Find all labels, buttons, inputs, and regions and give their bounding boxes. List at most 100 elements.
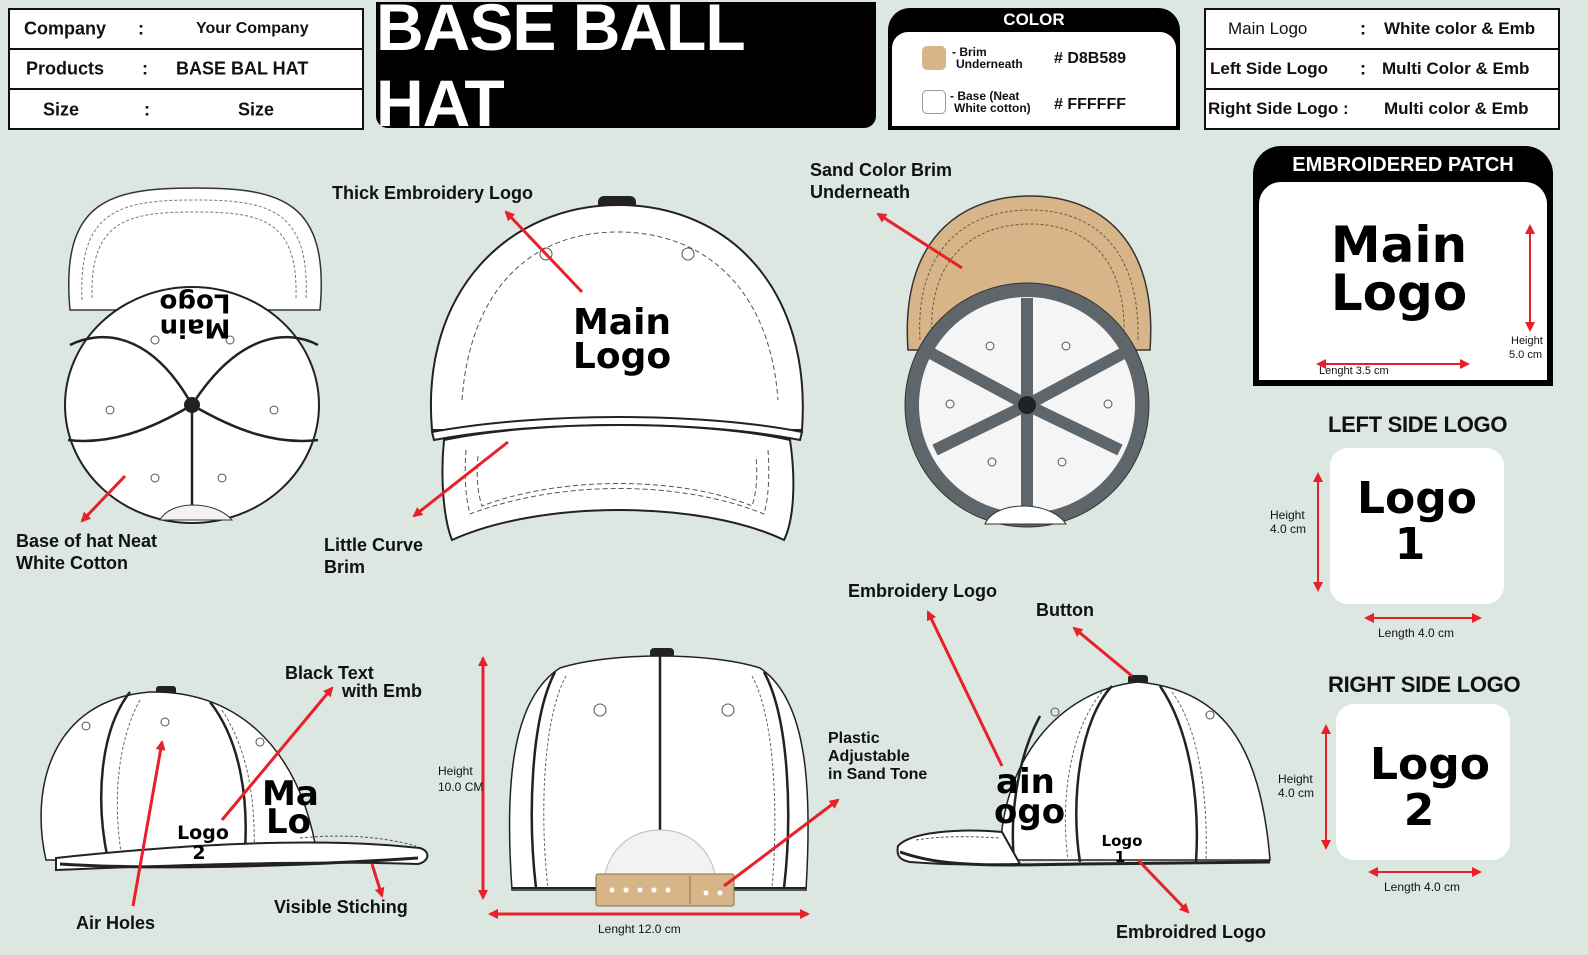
annotation-arrows: [80, 210, 1190, 919]
color-panel: COLOR - Brim Underneath # D8B589 - Base …: [888, 8, 1180, 130]
top-view-main-word: Main: [159, 312, 231, 343]
embroidered-patch-panel: EMBROIDERED PATCH Main Logo Height 5.0 c…: [1253, 146, 1553, 386]
callout-plastic-line1: Plastic: [828, 730, 880, 747]
logo-spec-table: Main Logo : White color & Emb Left Side …: [1204, 8, 1560, 130]
spec-right-label: Right Side Logo :: [1208, 99, 1349, 118]
swatch-base-label-2: White cotton): [954, 101, 1031, 115]
callout-plastic-line2: Adjustable: [828, 748, 910, 765]
callout-sand-brim-line1: Sand Color Brim: [810, 160, 953, 180]
size-separator: :: [144, 99, 150, 120]
right-view-logo-word: ogo: [994, 792, 1066, 832]
color-panel-body: - Brim Underneath # D8B589 - Base (Neat …: [892, 32, 1176, 126]
logo2-word: Logo: [1370, 739, 1490, 790]
info-row-products: Products : BASE BAL HAT: [10, 50, 362, 90]
spec-row-left: Left Side Logo : Multi Color & Emb: [1206, 50, 1558, 90]
color-panel-heading: COLOR: [1003, 10, 1065, 29]
patch-body: Main Logo Height 5.0 cm Lenght 3.5 cm: [1259, 182, 1547, 380]
hat-top-view: [64, 187, 322, 524]
company-value: Your Company: [196, 20, 309, 37]
left-view-logo-word: Lo: [266, 802, 312, 842]
info-row-size: Size : Size: [10, 90, 362, 130]
spec-row-main: Main Logo : White color & Emb: [1206, 10, 1558, 50]
patch-logo-word: Logo: [1330, 264, 1468, 322]
callout-thick-embroidery-logo: Thick Embroidery Logo: [332, 183, 534, 203]
right-logo-length-label: Length 4.0 cm: [1384, 880, 1461, 894]
patch-main-word: Main: [1330, 216, 1468, 274]
top-view-logo-text: Main Logo: [140, 287, 250, 343]
size-value: Size: [238, 99, 275, 120]
hat-left-side-view: [40, 686, 429, 872]
back-height-label: Height: [438, 764, 473, 778]
right-view-logo1-word: Logo: [1101, 832, 1143, 850]
spec-right-value: Multi color & Emb: [1384, 99, 1529, 118]
hat-underside-view: [904, 195, 1152, 528]
front-view-logo-word: Logo: [572, 336, 672, 377]
hat-right-side-view: [896, 675, 1271, 867]
swatch-base-label-1: - Base (Neat: [950, 89, 1020, 103]
product-info-table: Company : Your Company Products : BASE B…: [8, 8, 364, 130]
callout-base-hat-line1: Base of hat Neat: [16, 531, 158, 551]
swatch-base-hex: # FFFFFF: [1054, 96, 1126, 113]
patch-height-label: Height: [1511, 335, 1543, 347]
company-separator: :: [138, 18, 144, 39]
spec-row-right: Right Side Logo : Multi color & Emb: [1206, 90, 1558, 128]
right-logo-height-value: 4.0 cm: [1278, 786, 1315, 800]
top-view-logo-word: Logo: [159, 287, 231, 318]
callout-plastic-line3: in Sand Tone: [828, 766, 928, 783]
white-swatch: [922, 90, 946, 114]
size-label: Size: [43, 99, 80, 120]
right-side-logo-heading: RIGHT SIDE LOGO: [1328, 672, 1521, 697]
callout-visible-stiching: Visible Stiching: [274, 897, 408, 917]
left-view-logo2-number: 2: [192, 842, 206, 864]
spec-main-sep: :: [1360, 18, 1366, 39]
callout-sand-brim-line2: Underneath: [810, 182, 911, 202]
products-label: Products: [26, 58, 105, 79]
left-side-logo-heading: LEFT SIDE LOGO: [1328, 412, 1508, 437]
callout-base-hat-line2: White Cotton: [16, 553, 128, 573]
logo1-word: Logo: [1357, 473, 1477, 524]
back-height-value: 10.0 CM: [438, 780, 484, 794]
logo1-number: 1: [1394, 519, 1426, 570]
info-row-company: Company : Your Company: [10, 10, 362, 50]
products-separator: :: [142, 58, 148, 79]
hat-back-view: [508, 648, 809, 907]
logo2-number: 2: [1403, 785, 1435, 836]
spec-main-value: White color & Emb: [1384, 19, 1536, 38]
left-logo-length-label: Length 4.0 cm: [1378, 626, 1455, 640]
front-view-main-word: Main: [572, 302, 672, 343]
hat-front-view: [429, 196, 804, 542]
back-length-label: Lenght 12.0 cm: [598, 922, 681, 936]
left-logo-height-value: 4.0 cm: [1270, 522, 1307, 536]
left-view-logo2-word: Logo: [177, 822, 229, 844]
right-logo-height-label: Height: [1278, 772, 1313, 786]
spec-left-value: Multi Color & Emb: [1382, 59, 1530, 78]
left-logo-height-label: Height: [1270, 508, 1305, 522]
callout-air-holes: Air Holes: [76, 913, 156, 933]
left-view-main-word: Ma: [262, 774, 319, 814]
patch-height-value: 5.0 cm: [1509, 349, 1543, 361]
patch-heading: EMBROIDERED PATCH: [1292, 154, 1514, 176]
callout-embroidery-logo: Embroidery Logo: [848, 581, 998, 601]
spec-main-label: Main Logo: [1228, 19, 1308, 38]
right-view-main-word: ain: [996, 762, 1055, 802]
left-side-logo-card: Logo 1: [1330, 448, 1504, 604]
right-side-logo-card: Logo 2: [1336, 704, 1510, 860]
right-view-logo1-number: 1: [1114, 848, 1126, 866]
logo-dimension-arrows: [1313, 224, 1535, 877]
products-value: BASE BAL HAT: [176, 58, 309, 79]
swatch-brim-label-2: Underneath: [956, 57, 1023, 71]
callout-black-text-line1: Black Text: [285, 663, 374, 683]
spec-left-label: Left Side Logo: [1210, 59, 1329, 78]
company-label: Company: [24, 18, 107, 39]
swatch-brim-hex: # D8B589: [1054, 50, 1127, 67]
swatch-brim-label-1: - Brim: [952, 45, 987, 59]
sand-swatch: [922, 46, 946, 70]
callout-curve-brim-line1: Little Curve: [324, 535, 424, 555]
callout-embroidred-logo: Embroidred Logo: [1116, 922, 1266, 942]
page-title: BASE BALL HAT: [376, 0, 876, 140]
spec-left-sep: :: [1360, 58, 1366, 79]
callout-button: Button: [1036, 600, 1094, 620]
callout-curve-brim-line2: Brim: [324, 557, 366, 577]
callout-black-text-line2: with Emb: [342, 681, 422, 701]
